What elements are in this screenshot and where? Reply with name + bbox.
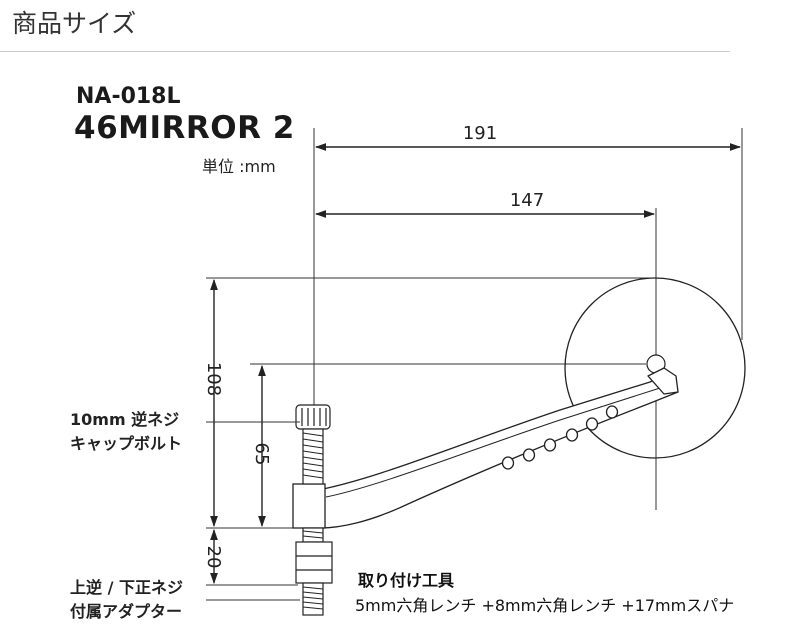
cap-bolt <box>295 404 331 485</box>
mirror-head <box>564 277 746 459</box>
dim-value-108: 108 <box>203 362 224 396</box>
cap-bolt-label-line2: キャップボルト <box>70 434 183 453</box>
unit-label: 単位 :mm <box>202 157 276 176</box>
tools-heading: 取り付け工具 <box>358 571 455 590</box>
dim-value-147: 147 <box>510 190 544 211</box>
dim-value-191: 191 <box>463 123 497 144</box>
mirror-arm <box>317 367 679 529</box>
adapter-label-line1: 上逆 / 下正ネジ <box>70 578 183 597</box>
dim-value-20: 20 <box>203 546 224 569</box>
section-title: 商品サイズ <box>12 9 137 38</box>
model-number: NA-018L <box>76 84 181 109</box>
cap-bolt-label: 10mm 逆ネジ キャップボルト <box>70 408 182 456</box>
product-name: 46MIRROR 2 <box>74 110 295 146</box>
tools-list: 5mm六角レンチ +8mm六角レンチ +17mmスパナ <box>355 596 735 615</box>
adapter-label: 上逆 / 下正ネジ 付属アダプター <box>70 576 183 624</box>
dim-value-65: 65 <box>251 443 272 466</box>
cap-bolt-label-line1: 10mm 逆ネジ <box>70 410 180 429</box>
title-divider <box>0 51 730 52</box>
adapter-label-line2: 付属アダプター <box>70 602 183 621</box>
mount-block <box>292 483 326 529</box>
adapter <box>295 527 333 616</box>
arm-holes <box>501 405 619 470</box>
leader-lines <box>206 421 300 601</box>
